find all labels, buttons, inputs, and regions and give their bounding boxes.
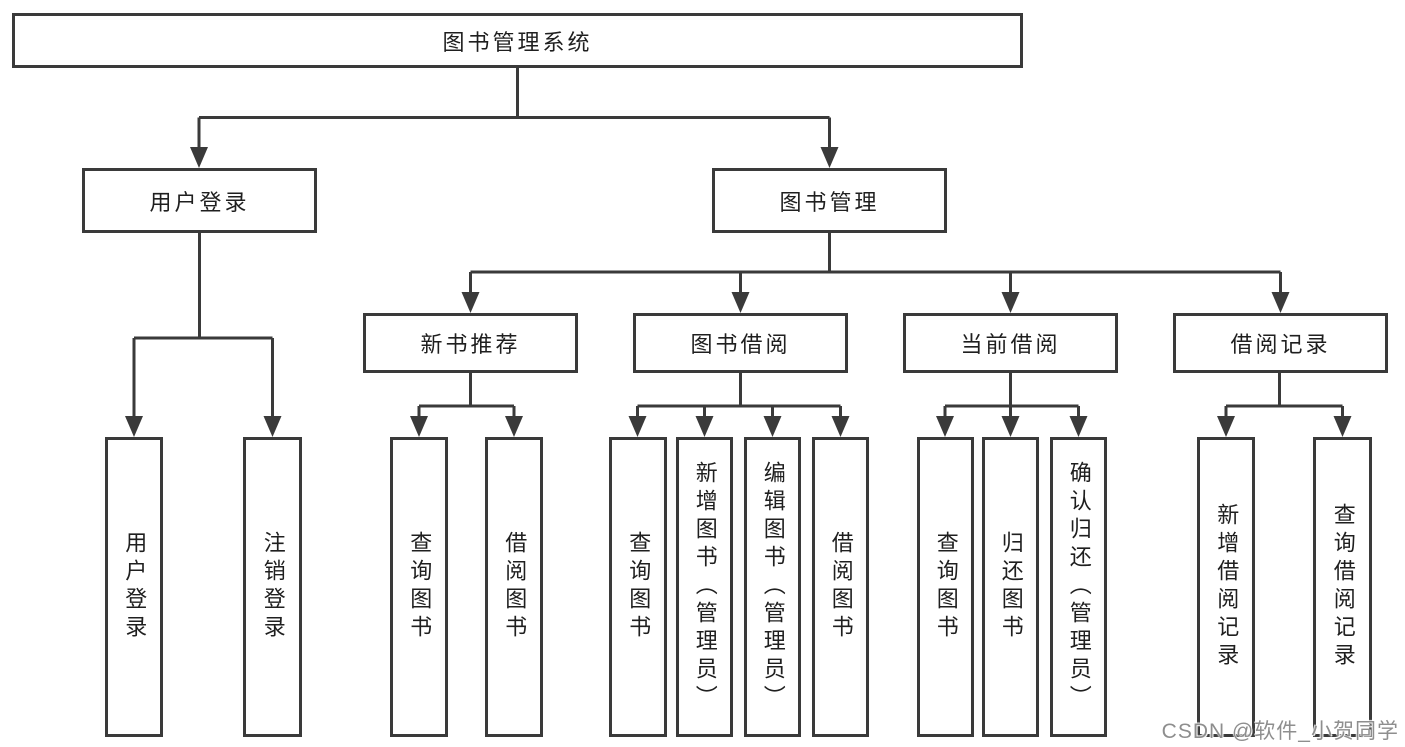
node-label: 查询图书 bbox=[933, 531, 959, 643]
node-borrowing-records: 借阅记录 bbox=[1173, 313, 1388, 373]
node-label: 用户登录 bbox=[149, 189, 250, 215]
node-label: 借阅图书 bbox=[502, 531, 528, 643]
node-label: 查询图书 bbox=[407, 531, 433, 643]
leaf-edit-book-admin: 编辑图书（管理员） bbox=[744, 437, 801, 737]
leaf-recommend-query-book: 查询图书 bbox=[390, 437, 448, 737]
node-label: 图书借阅 bbox=[690, 332, 791, 357]
node-label: 归还图书 bbox=[998, 531, 1024, 643]
csdn-watermark: CSDN @软件_小贺同学 bbox=[1161, 720, 1399, 743]
node-label: 注销登录 bbox=[260, 531, 286, 643]
node-label: 用户登录 bbox=[122, 531, 148, 643]
leaf-current-query-book: 查询图书 bbox=[917, 437, 974, 737]
node-new-book-recommend: 新书推荐 bbox=[363, 313, 578, 373]
node-label: 确认归还（管理员） bbox=[1066, 461, 1092, 713]
node-user-login: 用户登录 bbox=[82, 168, 317, 233]
leaf-confirm-return-admin: 确认归还（管理员） bbox=[1050, 437, 1107, 737]
leaf-borrowing-query-book: 查询图书 bbox=[609, 437, 667, 737]
leaf-add-book-admin: 新增图书（管理员） bbox=[676, 437, 733, 737]
node-label: 查询图书 bbox=[626, 531, 652, 643]
node-label: 新书推荐 bbox=[420, 332, 521, 357]
arrowheads bbox=[125, 147, 1352, 437]
node-label: 新增借阅记录 bbox=[1214, 503, 1240, 671]
leaf-return-book: 归还图书 bbox=[982, 437, 1039, 737]
node-label: 新增图书（管理员） bbox=[692, 461, 718, 713]
node-label: 借阅记录 bbox=[1230, 332, 1331, 357]
node-label: 图书管理系统 bbox=[442, 29, 593, 55]
leaf-user-login: 用户登录 bbox=[105, 437, 163, 737]
node-current-borrowing: 当前借阅 bbox=[903, 313, 1118, 373]
node-label: 查询借阅记录 bbox=[1330, 503, 1356, 671]
node-label: 借阅图书 bbox=[828, 531, 854, 643]
leaf-add-borrow-record: 新增借阅记录 bbox=[1197, 437, 1255, 737]
node-system-root: 图书管理系统 bbox=[12, 13, 1023, 68]
node-label: 图书管理 bbox=[779, 189, 880, 215]
leaf-recommend-borrow-book: 借阅图书 bbox=[485, 437, 543, 737]
node-book-management: 图书管理 bbox=[712, 168, 947, 233]
leaf-borrow-book: 借阅图书 bbox=[812, 437, 869, 737]
node-book-borrowing: 图书借阅 bbox=[633, 313, 848, 373]
node-label: 编辑图书（管理员） bbox=[760, 461, 786, 713]
leaf-logout: 注销登录 bbox=[243, 437, 302, 737]
leaf-query-borrow-record: 查询借阅记录 bbox=[1313, 437, 1372, 737]
node-label: 当前借阅 bbox=[960, 332, 1061, 357]
